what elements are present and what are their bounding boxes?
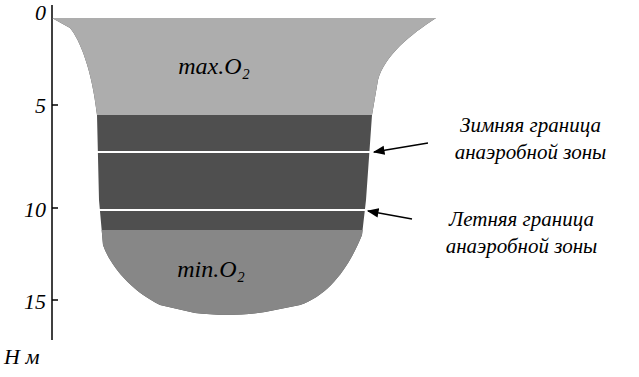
- leader-arrow: [368, 211, 412, 219]
- zone-label: max.O₂: [178, 53, 250, 80]
- winter-boundary: [97, 151, 370, 153]
- axis-value: 15: [2, 288, 46, 317]
- oxygen-poor-zone: min.O₂: [95, 230, 367, 318]
- zone-label: min.O₂: [177, 256, 245, 283]
- lake-basin: [52, 18, 436, 315]
- callout-label: Летняя граница анаэробной зоны: [414, 206, 629, 261]
- callout-label: Зимняя граница анаэробной зоны: [428, 112, 633, 167]
- axis-tick: [52, 299, 58, 301]
- axis-tick: [52, 104, 58, 106]
- axis-value: 5: [2, 92, 46, 121]
- axis-tick: [52, 207, 58, 209]
- axis-value: 0: [2, 0, 46, 28]
- depth-axis: [51, 5, 53, 340]
- oxygen-rich-zone: max.O₂: [52, 18, 436, 115]
- zone-fill: [52, 18, 436, 115]
- leader-arrow: [374, 143, 428, 152]
- summer-boundary: [99, 209, 366, 211]
- zone-fill: [95, 230, 367, 315]
- axis-unit: Н м: [4, 343, 64, 372]
- axis-value: 10: [2, 196, 46, 225]
